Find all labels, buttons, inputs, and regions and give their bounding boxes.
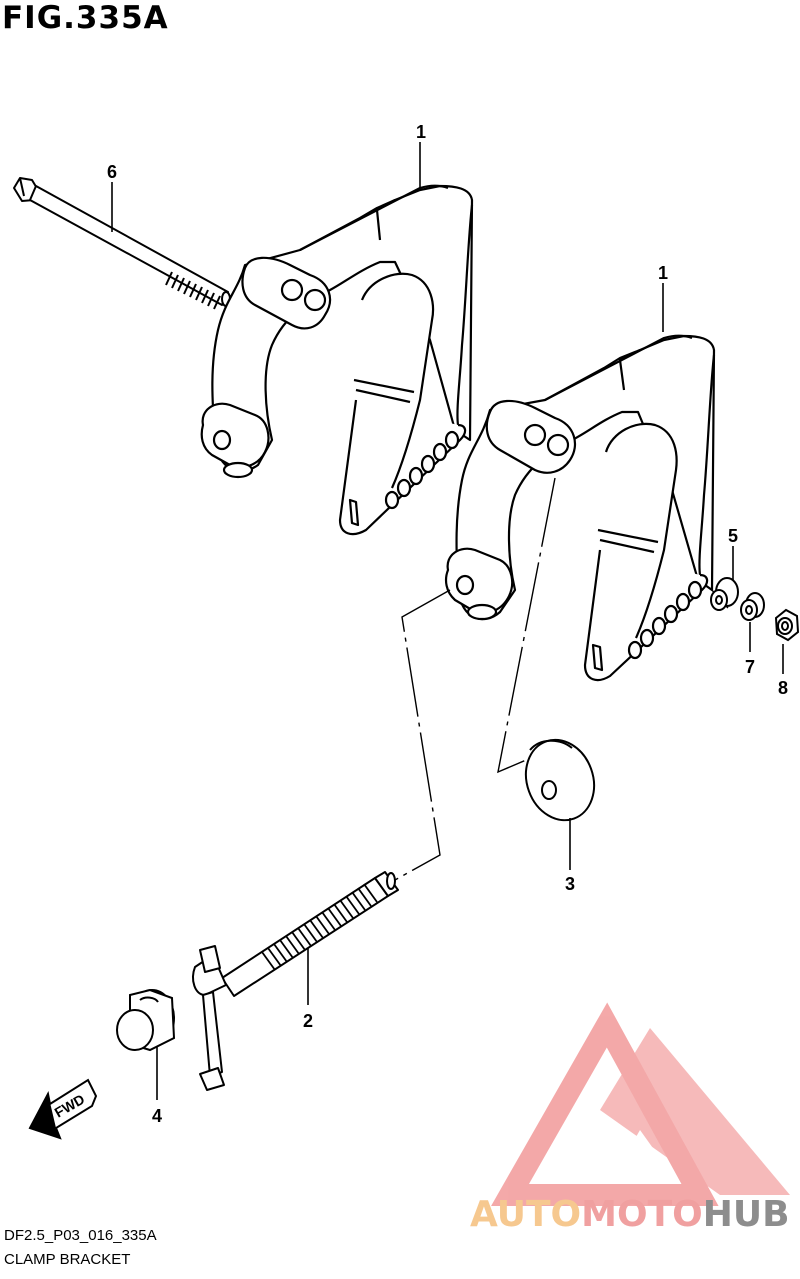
brand-hub: HUB <box>702 1194 790 1235</box>
callout-7: 7 <box>745 657 755 677</box>
callout-6: 6 <box>107 162 117 182</box>
part-7-spring-washer <box>740 592 765 621</box>
callout-8: 8 <box>778 678 788 698</box>
drawing-name: CLAMP BRACKET <box>4 1251 131 1268</box>
figure-title: FIG.335A <box>2 0 169 36</box>
callout-1-front: 1 <box>658 263 668 283</box>
part-8-nut <box>774 608 800 642</box>
callout-labels: 1 1 6 2 3 4 5 7 8 <box>107 122 788 1126</box>
callout-leader-lines <box>111 142 784 1100</box>
part-2-clamp-screw <box>192 871 399 1091</box>
part-6-bolt <box>13 177 231 310</box>
part-5-washer <box>710 577 739 611</box>
callout-1-rear: 1 <box>416 122 426 142</box>
brand-moto: MOTO <box>581 1194 703 1235</box>
watermark-logo <box>491 1002 790 1206</box>
callout-3: 3 <box>565 874 575 894</box>
watermark-brand: AUTOMOTOHUB <box>470 1194 790 1235</box>
brand-auto: AUTO <box>470 1194 582 1235</box>
part-1-clamp-bracket-front <box>444 334 716 682</box>
fwd-direction-arrow: FWD <box>28 1078 98 1140</box>
callout-2: 2 <box>303 1011 313 1031</box>
part-4-knob <box>116 988 176 1052</box>
callout-5: 5 <box>728 526 738 546</box>
drawing-code: DF2.5_P03_016_335A <box>4 1227 157 1244</box>
part-1-clamp-bracket-rear <box>200 184 474 536</box>
part-3-cap <box>524 738 596 822</box>
callout-4: 4 <box>152 1106 162 1126</box>
